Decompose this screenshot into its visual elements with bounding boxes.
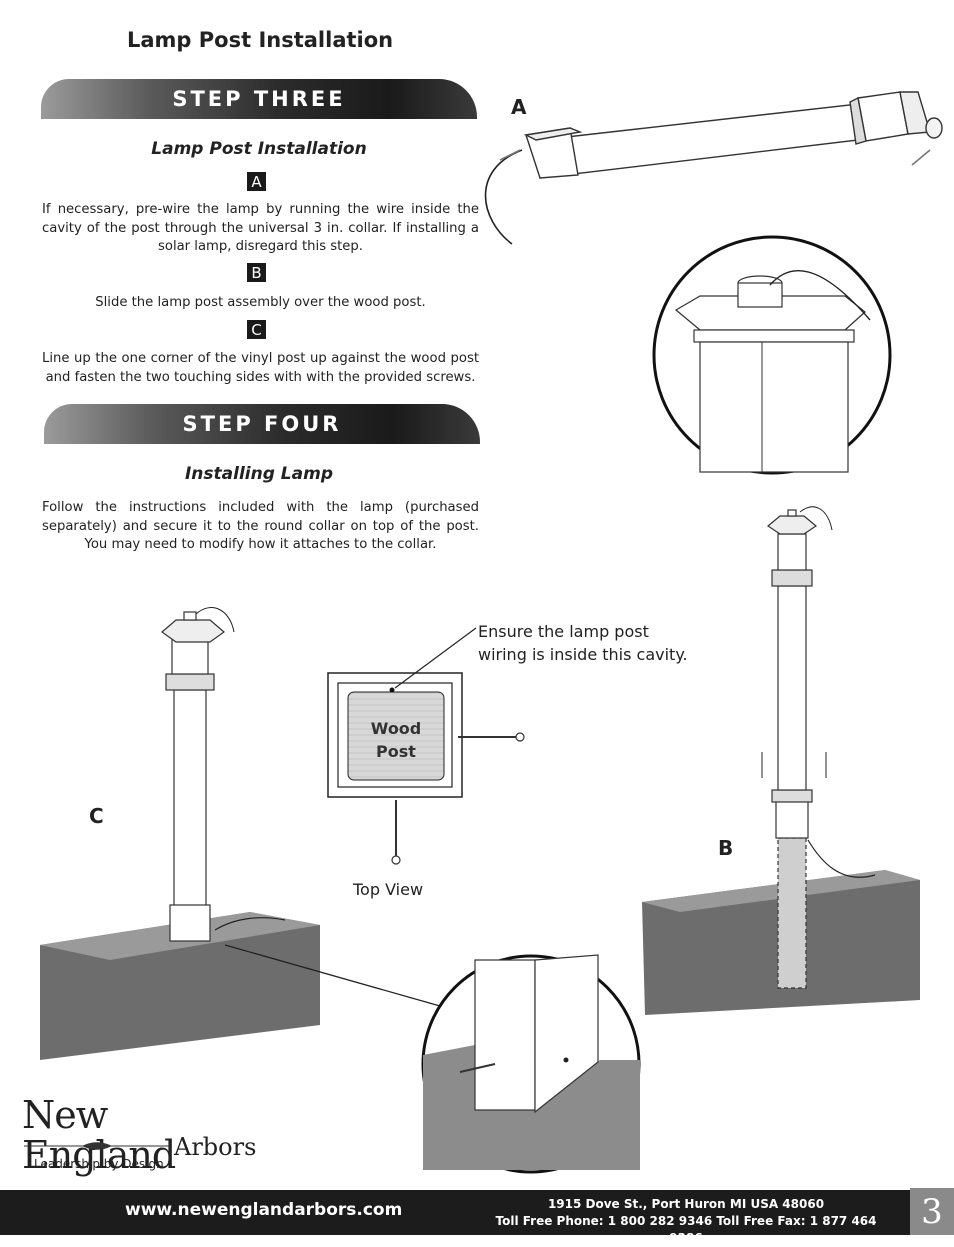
step-b-text: Slide the lamp post assembly over the wo… bbox=[95, 295, 426, 310]
figure-b-label: B bbox=[718, 836, 734, 860]
logo-line-1: New England bbox=[22, 1093, 176, 1177]
figure-a-label: A bbox=[511, 95, 527, 119]
callout-line-1: Ensure the lamp post bbox=[478, 622, 649, 641]
logo-tagline: Leadership by Design bbox=[34, 1157, 164, 1171]
installation-illustrations: Wood Post Top View Ensure the lamp post … bbox=[40, 91, 943, 1174]
step-c-badge: C bbox=[247, 320, 266, 339]
top-view-diagram bbox=[327, 627, 525, 865]
figure-b-post bbox=[766, 509, 818, 989]
footer-contact: 1915 Dove St., Port Huron MI USA 48060 T… bbox=[480, 1196, 892, 1247]
footer-phones: Toll Free Phone: 1 800 282 9346 Toll Fre… bbox=[495, 1214, 877, 1245]
step-c-text: Line up the one corner of the vinyl post… bbox=[42, 351, 479, 385]
step-a-text: If necessary, pre-wire the lamp by runni… bbox=[42, 202, 479, 254]
step-four-subtitle: Installing Lamp bbox=[184, 464, 333, 484]
top-view-label: Top View bbox=[352, 880, 423, 899]
step-three-banner: STEP THREE bbox=[41, 79, 477, 119]
figure-a-post bbox=[523, 91, 943, 179]
step-a-badge: A bbox=[247, 172, 266, 191]
logo-line-2: Arbors bbox=[174, 1133, 257, 1161]
zoom-circle-screws bbox=[421, 954, 641, 1174]
logo-ornament bbox=[24, 1142, 170, 1150]
figure-c-post bbox=[161, 611, 225, 942]
zoom-circle-collar bbox=[652, 235, 892, 475]
footer-address: 1915 Dove St., Port Huron MI USA 48060 bbox=[547, 1197, 825, 1211]
wood-post-label-2: Post bbox=[376, 742, 416, 761]
page-number: 3 bbox=[910, 1188, 954, 1235]
company-logo: New England Arbors Leadership by Design bbox=[22, 1095, 262, 1175]
page-title: Lamp Post Installation bbox=[127, 28, 394, 52]
wood-post-label-1: Wood bbox=[371, 719, 422, 738]
callout-line-2: wiring is inside this cavity. bbox=[478, 645, 688, 664]
step-four-banner: STEP FOUR bbox=[44, 404, 480, 444]
figure-a-wire bbox=[484, 149, 523, 245]
step-three-subtitle: Lamp Post Installation bbox=[151, 139, 367, 159]
footer-website-link[interactable]: www.newenglandarbors.com bbox=[125, 1200, 403, 1220]
step-b-badge: B bbox=[247, 263, 266, 282]
step-four-text: Follow the instructions included with th… bbox=[42, 500, 479, 552]
figure-c-label: C bbox=[89, 804, 104, 828]
footer-bar bbox=[0, 1190, 954, 1235]
